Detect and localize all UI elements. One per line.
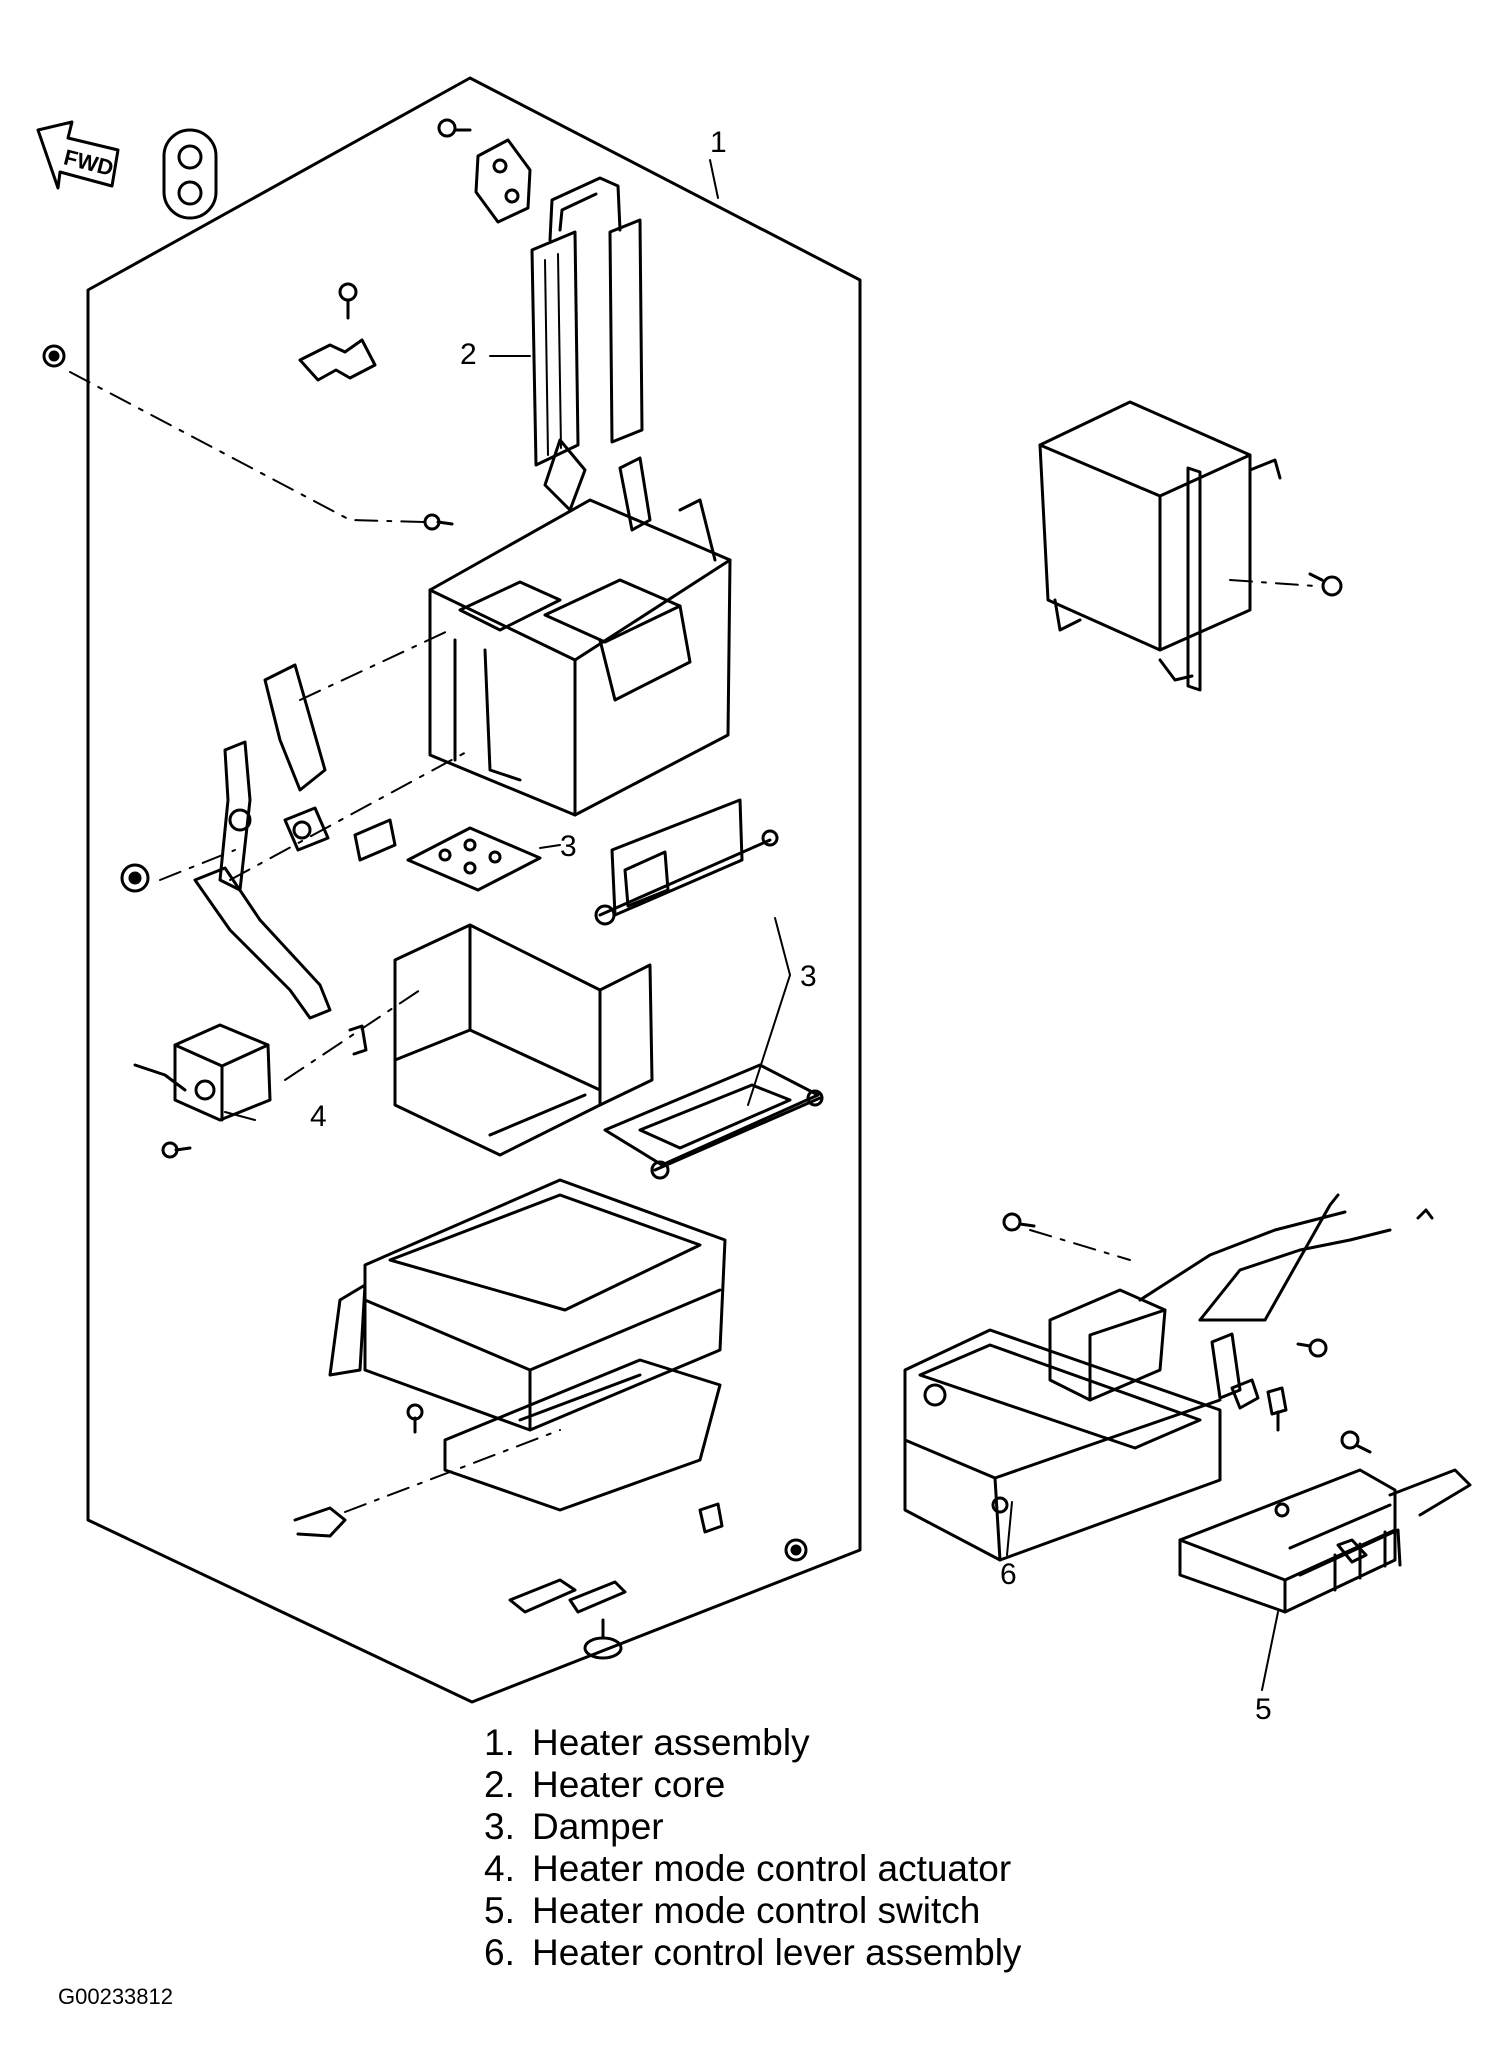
- legend-item: 6. Heater control lever assembly: [484, 1932, 1021, 1974]
- forward-arrow-icon: [36, 120, 120, 190]
- assembly-lines: [69, 371, 1316, 1513]
- callout-3a: 3: [560, 830, 577, 863]
- damper-levers: [120, 663, 397, 1056]
- fwd-arrow-marker: FWD: [36, 120, 120, 190]
- mode-control-actuator: [133, 1023, 272, 1122]
- legend-item: 4. Heater mode control actuator: [484, 1848, 1021, 1890]
- pipe-plate: [474, 138, 532, 224]
- callout-leaders: [224, 159, 1279, 1691]
- lever-small-parts: [1230, 1378, 1368, 1564]
- legend-item: 5. Heater mode control switch: [484, 1890, 1021, 1932]
- fasteners: [42, 118, 1372, 1562]
- screw-lever-top: [1002, 1212, 1036, 1232]
- legend-label: Damper: [532, 1806, 664, 1847]
- callout-4: 4: [310, 1100, 327, 1133]
- legend-number: 2.: [484, 1764, 515, 1805]
- callout-1: 1: [710, 126, 727, 159]
- legend-number: 3.: [484, 1806, 515, 1847]
- callout-6: 6: [1000, 1558, 1017, 1591]
- bottom-parts: [293, 1502, 724, 1660]
- mode-control-switch: [1178, 1468, 1472, 1614]
- legend-label: Heater core: [532, 1764, 726, 1805]
- damper-door-upper: [594, 798, 779, 926]
- damper-plate-small: [406, 826, 542, 892]
- heater-assembly-boundary: [86, 76, 862, 1704]
- legend-item: 2. Heater core: [484, 1764, 1021, 1806]
- legend-item: 3. Damper: [484, 1806, 1021, 1848]
- parts-legend: 1. Heater assembly 2. Heater core 3. Damper…: [484, 1722, 1021, 1974]
- callout-5: 5: [1255, 1693, 1272, 1726]
- screw-lever-right: [1296, 1338, 1328, 1358]
- legend-number: 4.: [484, 1848, 515, 1889]
- screw-actuator: [161, 1141, 192, 1159]
- figure-id: G00233812: [58, 1984, 173, 2009]
- screw-bracket: [338, 282, 358, 320]
- callout-3b: 3: [800, 960, 817, 993]
- damper-door-lower: [603, 1063, 824, 1180]
- legend-number: 5.: [484, 1890, 515, 1931]
- legend-number: 6.: [484, 1932, 515, 1973]
- screw-duct: [1308, 572, 1343, 597]
- upper-heater-case: [428, 438, 732, 817]
- middle-heater-case: [393, 923, 654, 1157]
- screw-mid: [423, 513, 454, 531]
- lower-heater-case: [328, 1178, 727, 1512]
- nut-bottom: [784, 1538, 808, 1562]
- side-duct: [1038, 400, 1282, 692]
- nut-left: [42, 344, 66, 368]
- callout-2: 2: [460, 338, 477, 371]
- legend-label: Heater control lever assembly: [532, 1932, 1022, 1973]
- screw-lower: [406, 1403, 424, 1434]
- retaining-bracket: [298, 338, 377, 382]
- screw-switch: [1340, 1430, 1372, 1454]
- grommet: [162, 128, 218, 220]
- legend-item: 1. Heater assembly: [484, 1722, 1021, 1764]
- legend-label: Heater mode control switch: [532, 1890, 981, 1931]
- legend-number: 1.: [484, 1722, 515, 1763]
- screw-top: [437, 118, 472, 138]
- legend-label: Heater mode control actuator: [532, 1848, 1012, 1889]
- legend-label: Heater assembly: [532, 1722, 810, 1763]
- heater-core: [530, 176, 644, 467]
- control-lever-assembly: [903, 1193, 1434, 1562]
